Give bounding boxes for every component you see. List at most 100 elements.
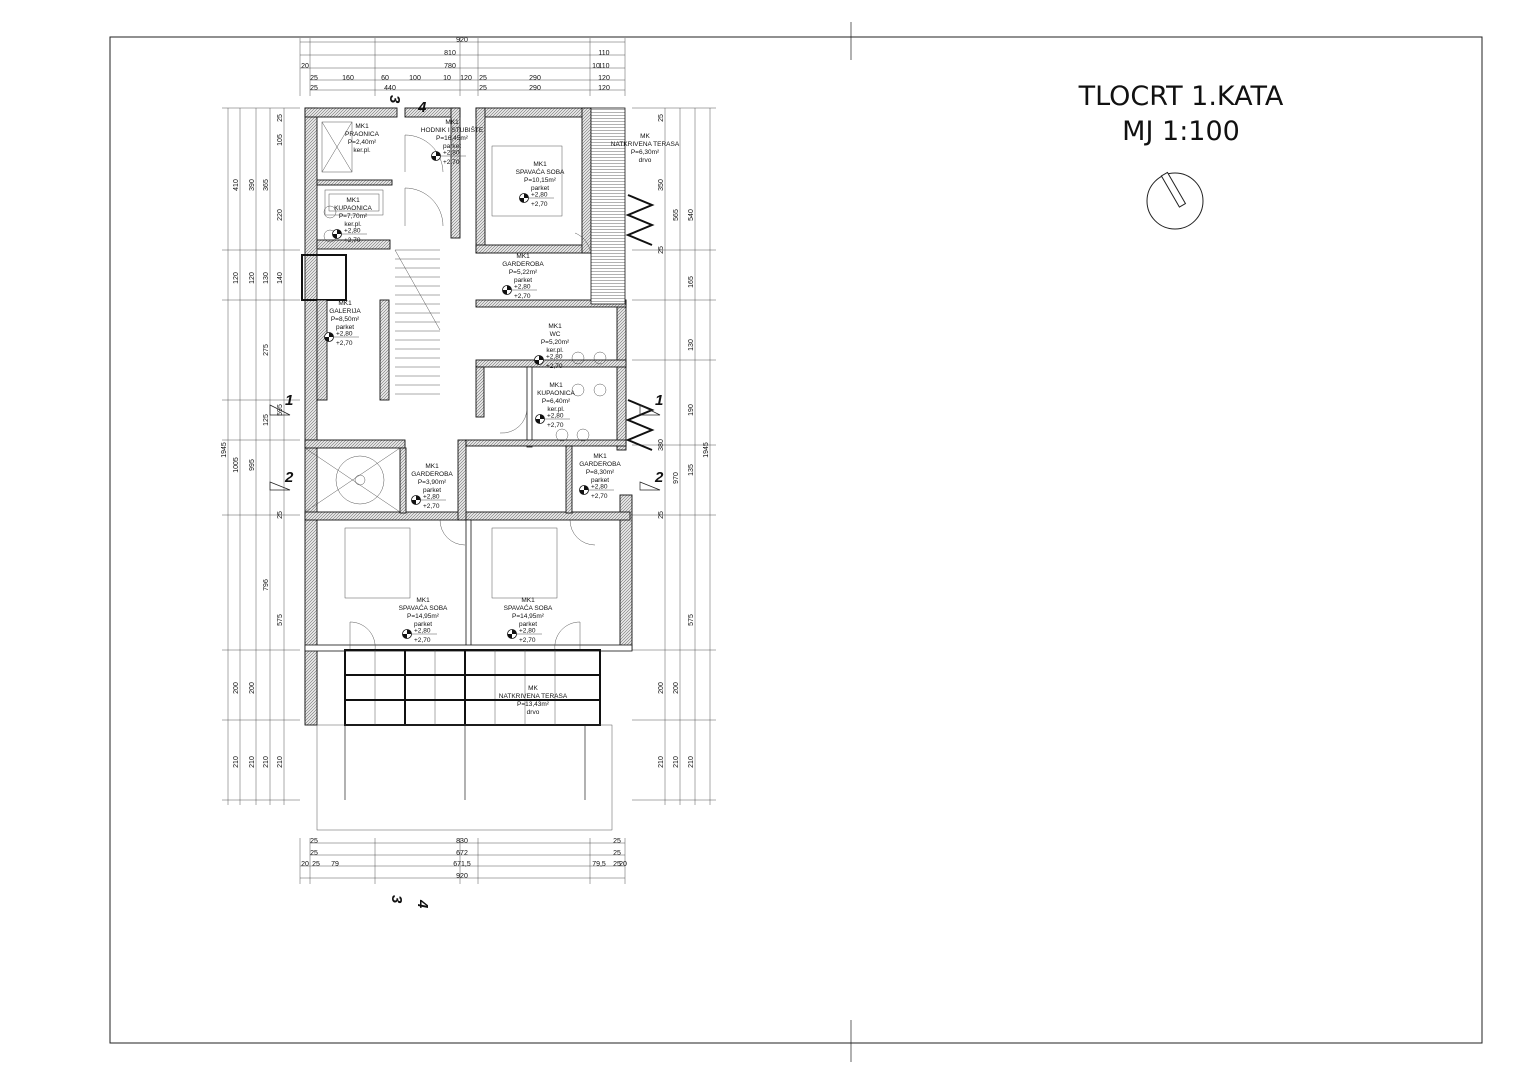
room-area: P=2,40m² <box>348 139 377 146</box>
room-code: MK1 <box>521 597 535 604</box>
dimension-right: 1945 <box>703 442 710 458</box>
room-name: SPAVAĆA SOBA <box>516 167 565 176</box>
room-name: KUPAONICA <box>537 390 575 397</box>
level-top: +2,80 <box>531 192 548 199</box>
level-marker-icon <box>535 414 570 424</box>
dimension-left: 390 <box>249 179 256 191</box>
room-floor: drvo <box>527 709 540 716</box>
room-name: SPAVAĆA SOBA <box>504 603 553 612</box>
dimension-left: 1945 <box>221 442 228 458</box>
room-floor: ker.pl. <box>353 147 371 154</box>
level-top: +2,80 <box>414 628 431 635</box>
dimension-bottom: 25 <box>310 850 318 857</box>
room-area: P=13,43m² <box>517 701 550 708</box>
room-area: P=5,20m² <box>541 339 570 346</box>
room-name: GALERIJA <box>329 308 361 315</box>
room-floor: drvo <box>639 157 652 164</box>
room-code: MK1 <box>549 382 563 389</box>
dimension-left: 105 <box>277 134 284 146</box>
room-floor: parket <box>423 487 441 494</box>
level-marker-icon <box>579 485 614 495</box>
dimension-left: 125 <box>263 414 270 426</box>
dimension-top: 110 <box>598 50 609 57</box>
room-code: MK1 <box>425 463 439 470</box>
dimension-left: 365 <box>263 179 270 191</box>
level-marker-icon <box>502 285 537 295</box>
dimension-top: 440 <box>384 85 396 92</box>
room-code: MK1 <box>516 253 530 260</box>
dimension-bottom: 671,5 <box>453 861 471 868</box>
room-floor: parket <box>414 621 432 628</box>
dimension-right: 135 <box>688 464 695 476</box>
room-name: GARDEROBA <box>579 461 621 468</box>
room-name: NATKRIVENA TERASA <box>499 693 568 700</box>
level-marker-icon <box>519 193 554 203</box>
room-code: MK1 <box>355 123 369 130</box>
dimension-right: 200 <box>673 682 680 694</box>
dimension-right: 25 <box>658 114 665 122</box>
dimension-top: 60 <box>381 75 389 82</box>
dimension-bottom: 920 <box>456 873 468 880</box>
dimension-right: 565 <box>673 209 680 221</box>
room-code: MK1 <box>593 453 607 460</box>
dimension-lines <box>222 38 716 884</box>
room-name: WC <box>550 331 561 338</box>
dimension-bottom: 672 <box>456 850 468 857</box>
room-area: P=6,40m² <box>542 398 571 405</box>
dimension-left: 210 <box>263 756 270 768</box>
dimension-right: 200 <box>658 682 665 694</box>
dimension-top: 25 <box>479 75 487 82</box>
dimension-top: 25 <box>479 85 487 92</box>
level-bottom: +2,70 <box>344 237 361 244</box>
dimension-left: 410 <box>233 179 240 191</box>
room-code: MK1 <box>548 323 562 330</box>
level-top: +2,80 <box>443 150 460 157</box>
room-area: P=5,22m² <box>509 269 538 276</box>
dimension-right: 575 <box>688 614 695 626</box>
dimension-right: 25 <box>658 246 665 254</box>
dimension-top: 25 <box>310 85 318 92</box>
room-area: P=10,15m² <box>524 177 557 184</box>
level-top: +2,80 <box>546 354 563 361</box>
dimension-left: 25 <box>277 511 284 519</box>
dimension-top: 780 <box>444 63 456 70</box>
room-floor: parket <box>591 477 609 484</box>
level-top: +2,80 <box>591 484 608 491</box>
level-bottom: +2,70 <box>414 637 431 644</box>
dimension-top: 25 <box>310 75 318 82</box>
dimension-right: 970 <box>673 472 680 484</box>
room-name: HODNIK I STUBIŠTE <box>421 125 484 134</box>
dimension-top: 110 <box>598 63 609 70</box>
dimension-top: 100 <box>409 75 421 82</box>
dimension-left: 275 <box>263 344 270 356</box>
dimension-right: 350 <box>658 179 665 191</box>
room-code: MK1 <box>533 161 547 168</box>
room-code: MK1 <box>416 597 430 604</box>
section-1-right: 1 <box>655 392 663 409</box>
dimension-top: 120 <box>598 75 610 82</box>
dimension-left: 575 <box>277 614 284 626</box>
level-marker-icon <box>507 629 542 639</box>
room-floor: ker.pl. <box>547 406 565 413</box>
dimension-right: 130 <box>688 339 695 351</box>
level-marker-icon <box>411 495 446 505</box>
room-area: P=3,90m² <box>418 479 447 486</box>
drawing-title: TLOCRT 1.KATA <box>1078 81 1284 112</box>
room-area: P=8,50m² <box>331 316 360 323</box>
level-bottom: +2,70 <box>547 422 564 429</box>
room-area: P=16,45m² <box>436 135 469 142</box>
dimension-left: 595 <box>277 404 284 416</box>
dimension-left: 210 <box>277 756 284 768</box>
level-bottom: +2,70 <box>423 503 440 510</box>
level-top: +2,80 <box>519 628 536 635</box>
room-floor: parket <box>514 277 532 284</box>
dimension-right: 210 <box>688 756 695 768</box>
